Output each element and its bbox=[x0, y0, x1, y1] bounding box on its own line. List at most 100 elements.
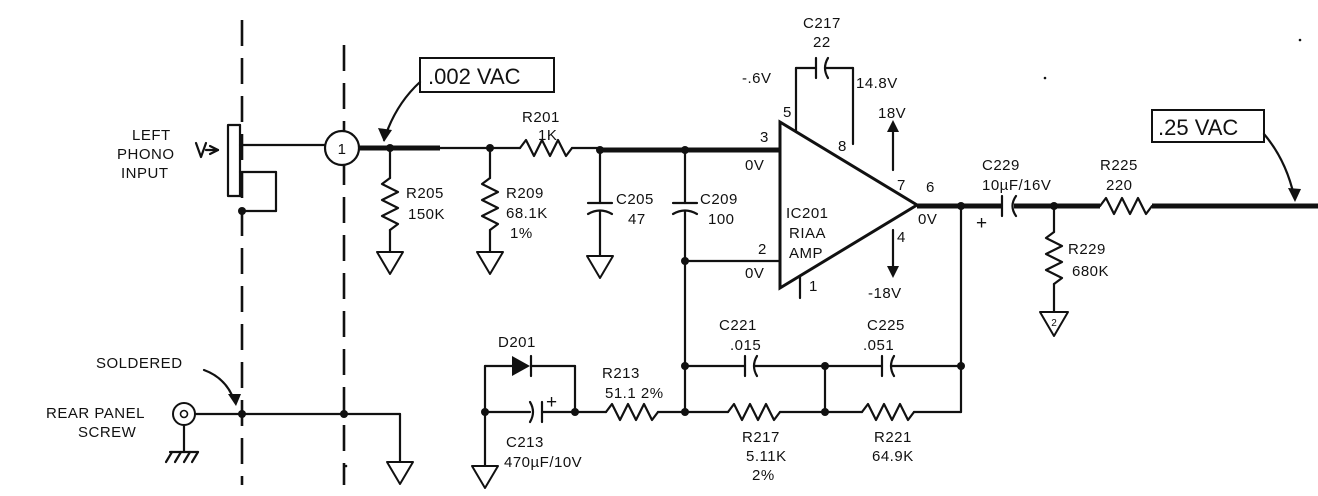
ground-symbol bbox=[386, 461, 414, 485]
arrow-head bbox=[228, 394, 241, 406]
c229-ref: C229 bbox=[982, 157, 1020, 174]
c209-value: 100 bbox=[708, 211, 735, 228]
ic201-label-riaa: RIAA bbox=[789, 225, 826, 242]
diode-d201 bbox=[512, 356, 530, 376]
phono-label-line2: PHONO bbox=[117, 146, 175, 163]
r229-ref: R229 bbox=[1068, 241, 1106, 258]
pin5-voltage: -.6V bbox=[742, 70, 772, 87]
resistor-r205 bbox=[380, 176, 400, 232]
r217-value: 5.11K bbox=[746, 448, 787, 465]
resistor-r201 bbox=[518, 138, 574, 158]
resistor-r217 bbox=[726, 402, 782, 422]
pin-4-number: 4 bbox=[897, 229, 906, 246]
resistor-r225 bbox=[1098, 196, 1154, 216]
phono-jack bbox=[194, 123, 278, 213]
speck bbox=[344, 464, 348, 468]
pin-8-number: 8 bbox=[838, 138, 847, 155]
r213-value: 51.1 2% bbox=[605, 385, 664, 402]
ground-symbol bbox=[471, 465, 499, 489]
junction-dot bbox=[957, 362, 965, 370]
arrow-head bbox=[378, 128, 392, 142]
junction-dot bbox=[238, 207, 246, 215]
resistor-r209 bbox=[480, 176, 500, 232]
r201-ref: R201 bbox=[522, 109, 560, 126]
r221-ref: R221 bbox=[874, 429, 912, 446]
c209-ref: C209 bbox=[700, 191, 738, 208]
r209-ref: R209 bbox=[506, 185, 544, 202]
probe-arrow bbox=[1262, 132, 1296, 198]
opamp-ic201 bbox=[778, 119, 920, 291]
chassis-ground-hatch bbox=[164, 450, 200, 464]
junction-dot bbox=[238, 410, 246, 418]
arrow-head bbox=[887, 266, 899, 278]
resistor-r221 bbox=[860, 402, 916, 422]
r201-value: 1K bbox=[538, 127, 557, 144]
rear-panel-screw bbox=[172, 402, 196, 426]
connector-number: 1 bbox=[338, 141, 347, 158]
pin-6-number: 6 bbox=[926, 179, 935, 196]
r217-tolerance: 2% bbox=[752, 467, 775, 484]
c213-polarity-mark: + bbox=[546, 392, 557, 413]
pin6-voltage: 0V bbox=[918, 211, 937, 228]
pin-2-number: 2 bbox=[758, 241, 767, 258]
ic201-label-amp: AMP bbox=[789, 245, 823, 262]
pin8-voltage: 14.8V bbox=[856, 75, 898, 92]
junction-dot bbox=[340, 410, 348, 418]
r209-value: 68.1K bbox=[506, 205, 548, 222]
pin-1-number: 1 bbox=[809, 278, 818, 295]
capacitor-c213-plate bbox=[528, 400, 535, 424]
resistor-r213 bbox=[604, 402, 660, 422]
ic201-ref: IC201 bbox=[786, 205, 829, 222]
probe-value-input: .002 VAC bbox=[428, 64, 521, 89]
c221-value: .015 bbox=[730, 337, 761, 354]
speck bbox=[1043, 76, 1047, 80]
phono-label-line1: LEFT bbox=[132, 127, 171, 144]
probe-box-input bbox=[419, 57, 555, 93]
c221-ref: C221 bbox=[719, 317, 757, 334]
screw-center bbox=[179, 409, 189, 419]
arrow-head bbox=[887, 120, 899, 132]
capacitor-c229-plate bbox=[1011, 194, 1018, 218]
phono-label-line3: INPUT bbox=[121, 165, 169, 182]
c225-value: .051 bbox=[863, 337, 894, 354]
pin4-voltage: -18V bbox=[868, 285, 902, 302]
r205-ref: R205 bbox=[406, 185, 444, 202]
probe-value-output: .25 VAC bbox=[1158, 115, 1238, 140]
r217-ref: R217 bbox=[742, 429, 780, 446]
pin7-voltage: 18V bbox=[878, 105, 906, 122]
rear-panel-label-line1: REAR PANEL bbox=[46, 405, 145, 422]
pin3-voltage: 0V bbox=[745, 157, 764, 174]
rear-panel-label-line2: SCREW bbox=[78, 424, 137, 441]
soldered-label: SOLDERED bbox=[96, 355, 183, 372]
r225-ref: R225 bbox=[1100, 157, 1138, 174]
ground-symbol bbox=[586, 255, 614, 279]
r209-tolerance: 1% bbox=[510, 225, 533, 242]
c213-value: 470µF/10V bbox=[504, 454, 582, 471]
r221-value: 64.9K bbox=[872, 448, 914, 465]
d201-ref: D201 bbox=[498, 334, 536, 351]
ground-symbol bbox=[376, 251, 404, 275]
pin-3-number: 3 bbox=[760, 129, 769, 146]
ground-reference-number: 2 bbox=[1051, 318, 1057, 329]
c213-ref: C213 bbox=[506, 434, 544, 451]
r213-ref: R213 bbox=[602, 365, 640, 382]
c225-ref: C225 bbox=[867, 317, 905, 334]
c217-value: 22 bbox=[813, 34, 831, 51]
c217-ref: C217 bbox=[803, 15, 841, 32]
c229-polarity-mark: + bbox=[976, 213, 987, 234]
arrow-head bbox=[1288, 188, 1301, 202]
pin-7-number: 7 bbox=[897, 177, 906, 194]
speck bbox=[1298, 38, 1302, 42]
pin2-voltage: 0V bbox=[745, 265, 764, 282]
r229-value: 680K bbox=[1072, 263, 1109, 280]
ground-symbol-2 bbox=[1039, 311, 1069, 337]
probe-box-output bbox=[1151, 109, 1265, 143]
r225-value: 220 bbox=[1106, 177, 1133, 194]
r205-value: 150K bbox=[408, 206, 445, 223]
c205-value: 47 bbox=[628, 211, 646, 228]
pin-5-number: 5 bbox=[783, 104, 792, 121]
resistor-r229 bbox=[1044, 230, 1064, 286]
ground-symbol bbox=[476, 251, 504, 275]
c229-value: 10µF/16V bbox=[982, 177, 1051, 194]
